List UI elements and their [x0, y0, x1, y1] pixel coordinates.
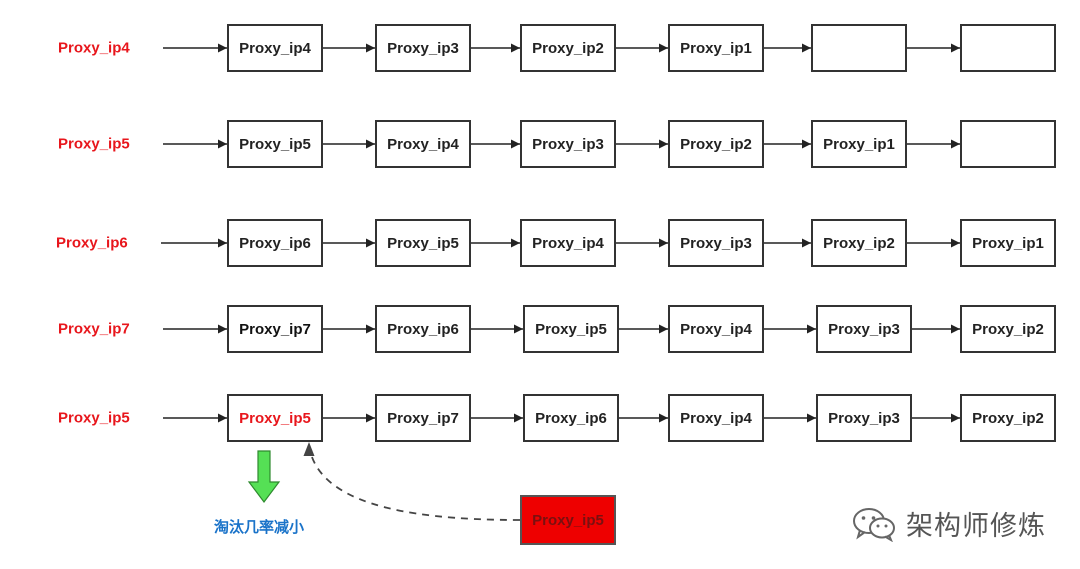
evicted-node: Proxy_ip5	[520, 495, 616, 545]
move-to-head-arrowhead	[303, 442, 315, 456]
row-2-node-4: Proxy_ip2	[668, 120, 764, 168]
move-to-head-dashed-arrow	[308, 445, 521, 521]
watermark: 架构师修炼	[852, 504, 1046, 543]
row-4-input-label: Proxy_ip7	[58, 320, 130, 338]
row-5-node-3: Proxy_ip6	[523, 394, 619, 442]
row-1-input-label: Proxy_ip4	[58, 39, 130, 57]
row-1-node-6	[960, 24, 1056, 72]
row-3-node-1: Proxy_ip6	[227, 219, 323, 267]
eviction-note: 淘汰几率减小	[214, 519, 305, 536]
row-2-node-3: Proxy_ip3	[520, 120, 616, 168]
row-3-node-3: Proxy_ip4	[520, 219, 616, 267]
row-1-node-1: Proxy_ip4	[227, 24, 323, 72]
row-4-node-6: Proxy_ip2	[960, 305, 1056, 353]
row-4-node-3: Proxy_ip5	[523, 305, 619, 353]
row-4-node-5: Proxy_ip3	[816, 305, 912, 353]
row-2-node-1: Proxy_ip5	[227, 120, 323, 168]
row-4-node-4: Proxy_ip4	[668, 305, 764, 353]
green-down-arrow	[247, 450, 281, 503]
row-4-node-2: Proxy_ip6	[375, 305, 471, 353]
row-3-node-2: Proxy_ip5	[375, 219, 471, 267]
row-2-node-5: Proxy_ip1	[811, 120, 907, 168]
row-5-node-4: Proxy_ip4	[668, 394, 764, 442]
row-3-node-4: Proxy_ip3	[668, 219, 764, 267]
row-4-node-1: Proxy_ip7	[227, 305, 323, 353]
row-1-node-4: Proxy_ip1	[668, 24, 764, 72]
row-2-node-6	[960, 120, 1056, 168]
row-5-node-6: Proxy_ip2	[960, 394, 1056, 442]
row-5-node-2: Proxy_ip7	[375, 394, 471, 442]
watermark-text: 架构师修炼	[906, 511, 1046, 541]
row-5-node-5: Proxy_ip3	[816, 394, 912, 442]
row-1-node-5	[811, 24, 907, 72]
row-3-node-6: Proxy_ip1	[960, 219, 1056, 267]
row-2-input-label: Proxy_ip5	[58, 135, 130, 153]
row-5-input-label: Proxy_ip5	[58, 409, 130, 427]
row-5-node-1-moved: Proxy_ip5	[227, 394, 323, 442]
row-1-node-2: Proxy_ip3	[375, 24, 471, 72]
wechat-icon	[853, 507, 895, 542]
row-3-input-label: Proxy_ip6	[56, 234, 128, 252]
row-1-node-3: Proxy_ip2	[520, 24, 616, 72]
row-2-node-2: Proxy_ip4	[375, 120, 471, 168]
row-3-node-5: Proxy_ip2	[811, 219, 907, 267]
